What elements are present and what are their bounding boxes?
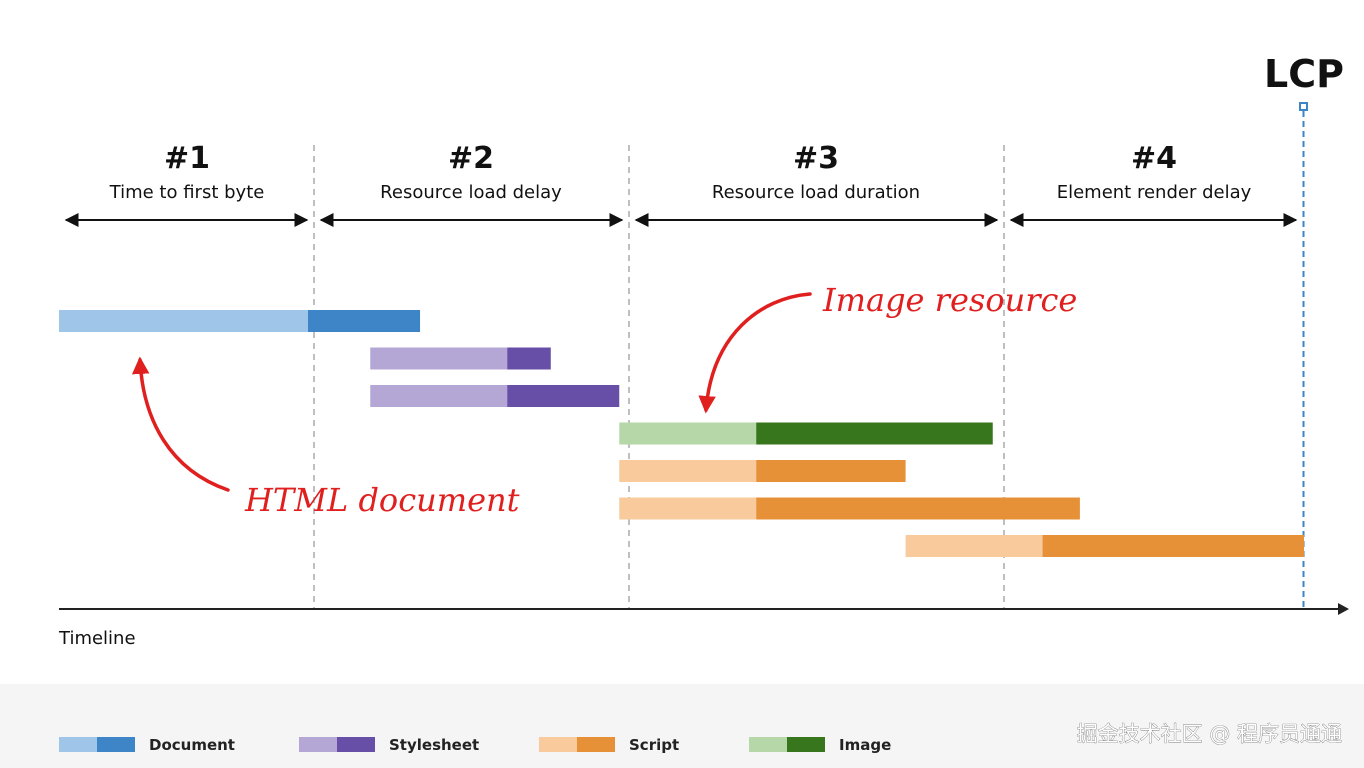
lcp-marker-square (1299, 102, 1308, 111)
lcp-label: LCP (1264, 52, 1344, 96)
legend-label: Stylesheet (389, 736, 479, 754)
legend-item-document: Document (59, 736, 235, 754)
legend-swatch-dark (337, 737, 375, 752)
bar-wait-segment (59, 310, 308, 332)
bar-wait-segment (619, 497, 757, 520)
bar-wait-segment (370, 347, 508, 370)
bar-download-segment (756, 422, 993, 445)
resource-bar-script (619, 497, 1080, 520)
bar-download-segment (1042, 535, 1304, 557)
resource-bar-script (619, 460, 906, 482)
html-document-label: HTML document (244, 481, 520, 519)
legend-swatch-dark (787, 737, 825, 752)
bar-wait-segment (619, 422, 757, 445)
legend-swatch-dark (97, 737, 135, 752)
phase-2-number: #2 (448, 141, 494, 176)
legend-swatch-dark (577, 737, 615, 752)
image-resource-annotation: Image resource (698, 281, 1077, 414)
phase-3: #3 Resource load duration (634, 141, 999, 227)
resource-bar-stylesheet (370, 347, 551, 370)
watermark: 掘金技术社区 @ 程序员通通 (1077, 722, 1342, 746)
bar-download-segment (507, 385, 620, 407)
bar-download-segment (756, 460, 906, 482)
timeline-label: Timeline (58, 628, 136, 649)
phase-1-number: #1 (164, 141, 210, 176)
phase-3-label: Resource load duration (712, 182, 920, 203)
bar-wait-segment (905, 535, 1043, 557)
image-resource-label: Image resource (822, 281, 1077, 319)
phase-4-label: Element render delay (1057, 182, 1252, 203)
timeline-arrowhead (1338, 603, 1349, 615)
phase-1: #1 Time to first byte (64, 141, 309, 227)
legend-swatch-light (59, 737, 97, 752)
bar-download-segment (507, 347, 551, 370)
legend-item-image: Image (749, 736, 891, 754)
legend-label: Script (629, 736, 679, 754)
bar-download-segment (308, 310, 421, 332)
legend-label: Document (149, 736, 235, 754)
phase-3-number: #3 (793, 141, 839, 176)
legend-swatch-light (539, 737, 577, 752)
bar-wait-segment (370, 385, 508, 407)
phase-2: #2 Resource load delay (319, 141, 624, 227)
legend-item-stylesheet: Stylesheet (299, 736, 479, 754)
resource-bar-script (905, 535, 1304, 557)
bar-download-segment (756, 497, 1080, 520)
resource-bar-image (619, 422, 993, 445)
resource-waterfall (59, 310, 1304, 557)
phase-1-label: Time to first byte (109, 182, 265, 203)
phase-4: #4 Element render delay (1009, 141, 1298, 227)
image-resource-arrow (698, 292, 812, 414)
resource-bar-document (59, 310, 421, 332)
html-document-annotation: HTML document (131, 356, 520, 519)
legend: Document Stylesheet Script Image (59, 736, 891, 754)
bar-wait-segment (619, 460, 757, 482)
legend-swatch-light (299, 737, 337, 752)
resource-bar-stylesheet (370, 385, 620, 407)
legend-background (0, 684, 1364, 768)
legend-item-script: Script (539, 736, 679, 754)
phase-4-number: #4 (1131, 141, 1177, 176)
html-document-arrow (131, 356, 230, 492)
phase-2-label: Resource load delay (380, 182, 562, 203)
legend-swatch-light (749, 737, 787, 752)
legend-label: Image (839, 736, 891, 754)
